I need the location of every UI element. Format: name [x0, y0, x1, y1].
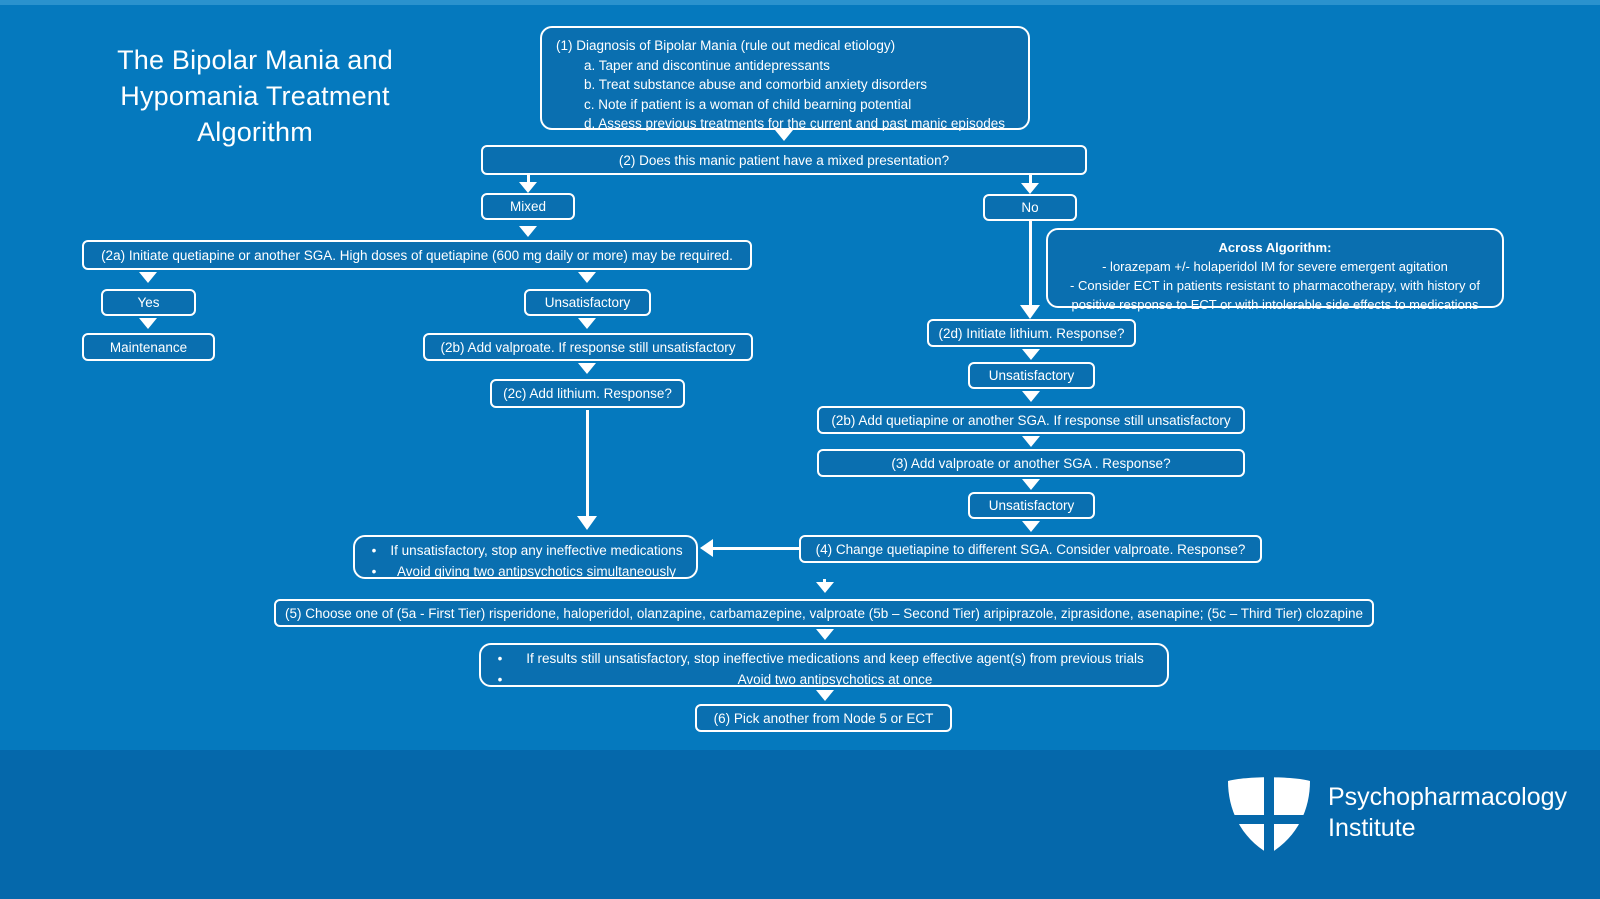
- bullet-dot-icon: •: [497, 672, 503, 687]
- node-5-label: (5) Choose one of (5a - First Tier) risp…: [284, 605, 1364, 621]
- bullet-text: Avoid two antipsychotics at once: [737, 672, 933, 687]
- arrow-bullets-mid-to-node5: [816, 582, 834, 593]
- node-3-add-valproate-sga[interactable]: (3) Add valproate or another SGA . Respo…: [817, 449, 1245, 477]
- node-2d-initiate-lithium[interactable]: (2d) Initiate lithium. Response?: [927, 319, 1136, 347]
- across-algorithm-line-2: - Consider ECT in patients resistant to …: [1070, 278, 1480, 293]
- node-2a-label: (2a) Initiate quetiapine or another SGA.…: [101, 247, 733, 263]
- bullet-text: If unsatisfactory, stop any ineffective …: [390, 543, 683, 558]
- connector-bullets-mid-to-node5: [823, 579, 826, 584]
- bullet-text: If results still unsatisfactory, stop in…: [526, 651, 1144, 666]
- arrow-node5-to-bullets-bottom: [816, 629, 834, 640]
- arrow-unsatisfactory-left-to-node2b: [578, 318, 596, 329]
- footer-band: [0, 750, 1600, 899]
- node-3-label: (3) Add valproate or another SGA . Respo…: [891, 455, 1171, 471]
- node-unsatisfactory-right-2-label: Unsatisfactory: [988, 498, 1075, 513]
- node-bullets-middle[interactable]: • If unsatisfactory, stop any ineffectiv…: [353, 535, 698, 579]
- arrow-no-to-node2d: [1020, 305, 1040, 319]
- node-2c-add-lithium[interactable]: (2c) Add lithium. Response?: [490, 379, 685, 408]
- node-2b-add-quetiapine[interactable]: (2b) Add quetiapine or another SGA. If r…: [817, 406, 1245, 434]
- node-branch-mixed[interactable]: Mixed: [481, 193, 575, 220]
- page-title-line-1: The Bipolar Mania and: [117, 45, 393, 75]
- page-title: The Bipolar Mania and Hypomania Treatmen…: [75, 42, 435, 150]
- arrow-node1-to-node2: [775, 130, 793, 141]
- connector-no-to-node2d: [1029, 221, 1032, 308]
- arrow-node2-to-no: [1021, 183, 1039, 194]
- arrow-node2-to-mixed: [519, 182, 537, 193]
- node-unsatisfactory-right-2[interactable]: Unsatisfactory: [968, 492, 1095, 519]
- across-algorithm-line-3: positive response to ECT or with intoler…: [1071, 297, 1479, 312]
- node-1-line-main: (1) Diagnosis of Bipolar Mania (rule out…: [556, 38, 896, 53]
- node-unsatisfactory-right-1-label: Unsatisfactory: [988, 368, 1075, 383]
- bullet-dot-icon: •: [371, 564, 377, 579]
- node-1-diagnosis[interactable]: (1) Diagnosis of Bipolar Mania (rule out…: [540, 26, 1030, 131]
- node-2b-right-label: (2b) Add quetiapine or another SGA. If r…: [831, 412, 1231, 428]
- arrow-node3-to-unsatisfactory-2: [1022, 479, 1040, 490]
- node-2-label: (2) Does this manic patient have a mixed…: [618, 152, 950, 168]
- page-title-line-3: Algorithm: [197, 117, 313, 147]
- arrow-node2b-right-to-node3: [1022, 436, 1040, 447]
- arrow-node2b-to-node2c: [578, 363, 596, 374]
- node-1-line-b: b. Treat substance abuse and comorbid an…: [584, 77, 927, 92]
- node-4-label: (4) Change quetiapine to different SGA. …: [815, 541, 1246, 557]
- node-2d-label: (2d) Initiate lithium. Response?: [938, 325, 1125, 341]
- node-unsatisfactory-right-1[interactable]: Unsatisfactory: [968, 362, 1095, 389]
- node-across-algorithm[interactable]: Across Algorithm: - lorazepam +/- holape…: [1046, 228, 1504, 312]
- node-branch-mixed-label: Mixed: [509, 199, 546, 214]
- bullet-item: • Avoid giving two antipsychotics simult…: [363, 561, 688, 582]
- node-1-line-c: c. Note if patient is a woman of child b…: [584, 96, 912, 112]
- node-2c-label: (2c) Add lithium. Response?: [503, 386, 672, 401]
- node-branch-yes[interactable]: Yes: [101, 289, 196, 316]
- arrow-yes-to-maintenance: [139, 318, 157, 329]
- arrow-bullets-bottom-to-node6: [816, 690, 834, 701]
- node-2a-initiate-quetiapine[interactable]: (2a) Initiate quetiapine or another SGA.…: [82, 240, 752, 270]
- node-unsatisfactory-left[interactable]: Unsatisfactory: [524, 289, 651, 316]
- arrow-mixed-to-node2a: [519, 226, 537, 237]
- node-2b-add-valproate[interactable]: (2b) Add valproate. If response still un…: [423, 333, 753, 361]
- node-2-mixed-presentation-question[interactable]: (2) Does this manic patient have a mixed…: [481, 145, 1087, 175]
- node-maintenance-label: Maintenance: [109, 339, 188, 355]
- top-accent-strip: [0, 0, 1600, 5]
- arrow-node2c-to-bullets-mid: [577, 516, 597, 530]
- arrow-node2a-to-yes: [139, 272, 157, 283]
- node-4-change-quetiapine[interactable]: (4) Change quetiapine to different SGA. …: [799, 535, 1262, 563]
- brand-name: Psychopharmacology Institute: [1328, 782, 1567, 844]
- arrow-unsatisfactory-1-to-node2b-right: [1022, 391, 1040, 402]
- node-branch-no[interactable]: No: [983, 194, 1077, 221]
- node-1-line-d: d. Assess previous treatments for the cu…: [584, 116, 1005, 131]
- shield-logo-icon: [1228, 777, 1310, 854]
- bullet-text: Avoid giving two antipsychotics simultan…: [397, 564, 676, 579]
- node-5-choose-one-tiers[interactable]: (5) Choose one of (5a - First Tier) risp…: [274, 599, 1374, 627]
- arrow-node2a-to-unsatisfactory-left: [578, 272, 596, 283]
- node-bullets-bottom[interactable]: • If results still unsatisfactory, stop …: [479, 643, 1169, 687]
- node-branch-no-label: No: [1021, 200, 1039, 215]
- connector-node2-to-mixed-vert: [527, 175, 530, 184]
- brand-line-1: Psychopharmacology: [1328, 783, 1568, 811]
- node-maintenance[interactable]: Maintenance: [82, 333, 215, 361]
- across-algorithm-heading: Across Algorithm:: [1218, 240, 1332, 255]
- node-2b-left-label: (2b) Add valproate. If response still un…: [440, 339, 736, 355]
- bullet-item: • If unsatisfactory, stop any ineffectiv…: [363, 540, 688, 561]
- node-branch-yes-label: Yes: [137, 295, 160, 310]
- across-algorithm-line-1: - lorazepam +/- holaperidol IM for sever…: [1102, 259, 1448, 274]
- node-unsatisfactory-left-label: Unsatisfactory: [544, 295, 631, 310]
- bullet-item: • Avoid two antipsychotics at once: [489, 669, 1159, 690]
- node-6-pick-another[interactable]: (6) Pick another from Node 5 or ECT: [695, 704, 952, 732]
- arrow-node2d-to-unsatisfactory-1: [1022, 349, 1040, 360]
- arrow-node4-to-bullets-mid: [700, 539, 713, 557]
- node-6-label: (6) Pick another from Node 5 or ECT: [713, 710, 934, 726]
- connector-node2c-to-bullets-mid: [586, 410, 589, 520]
- arrow-unsatisfactory-2-to-node4: [1022, 521, 1040, 532]
- bullet-dot-icon: •: [497, 651, 503, 666]
- page-title-line-2: Hypomania Treatment: [120, 81, 390, 111]
- connector-node4-to-bullets-mid: [713, 547, 801, 550]
- bullet-dot-icon: •: [371, 543, 377, 558]
- node-1-line-a: a. Taper and discontinue antidepressants: [584, 57, 830, 73]
- connector-node2-to-no-vert: [1029, 175, 1032, 185]
- bullet-item: • If results still unsatisfactory, stop …: [489, 648, 1159, 669]
- brand-line-2: Institute: [1328, 814, 1416, 842]
